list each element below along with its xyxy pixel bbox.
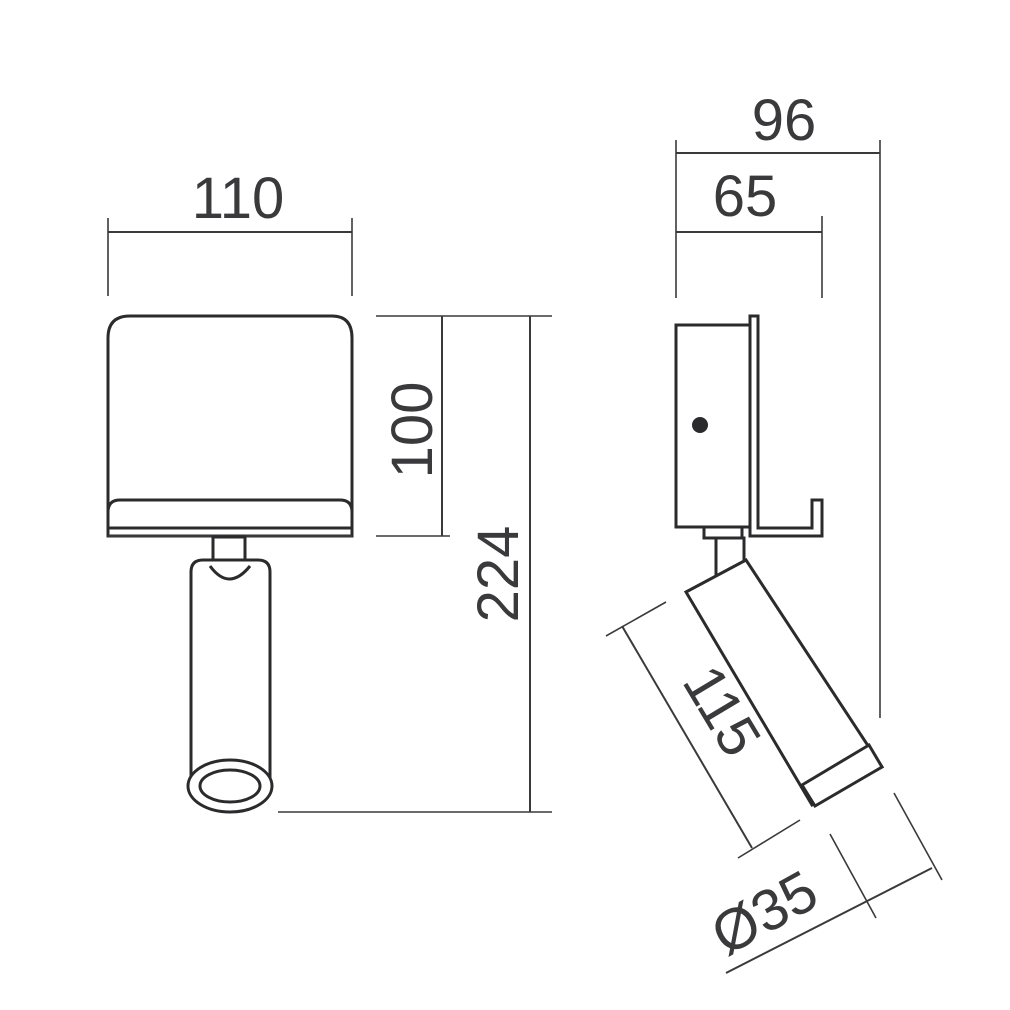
label-front-total-height: 224	[466, 526, 531, 623]
label-front-head-height: 100	[380, 382, 445, 479]
label-arm-diameter: Ø35	[701, 858, 828, 968]
side-spotlight	[683, 558, 885, 809]
label-side-total-depth: 96	[752, 88, 817, 153]
side-view: 96 65 115	[605, 88, 943, 974]
front-spotlight-tube	[186, 558, 274, 814]
dim-arm-diameter: Ø35	[701, 792, 943, 974]
dim-front-head-height: 100	[380, 316, 445, 536]
dim-front-total-height: 224	[466, 316, 531, 812]
front-head-block	[106, 314, 354, 538]
side-wall-box	[674, 314, 824, 540]
dim-side-total-depth: 96	[675, 88, 881, 718]
dim-side-base-depth: 65	[676, 164, 823, 298]
label-front-width: 110	[192, 166, 284, 231]
front-view: 110 100 224	[106, 166, 552, 814]
label-side-base-depth: 65	[713, 164, 778, 229]
screw-icon	[692, 417, 708, 433]
dim-front-width: 110	[107, 166, 353, 296]
